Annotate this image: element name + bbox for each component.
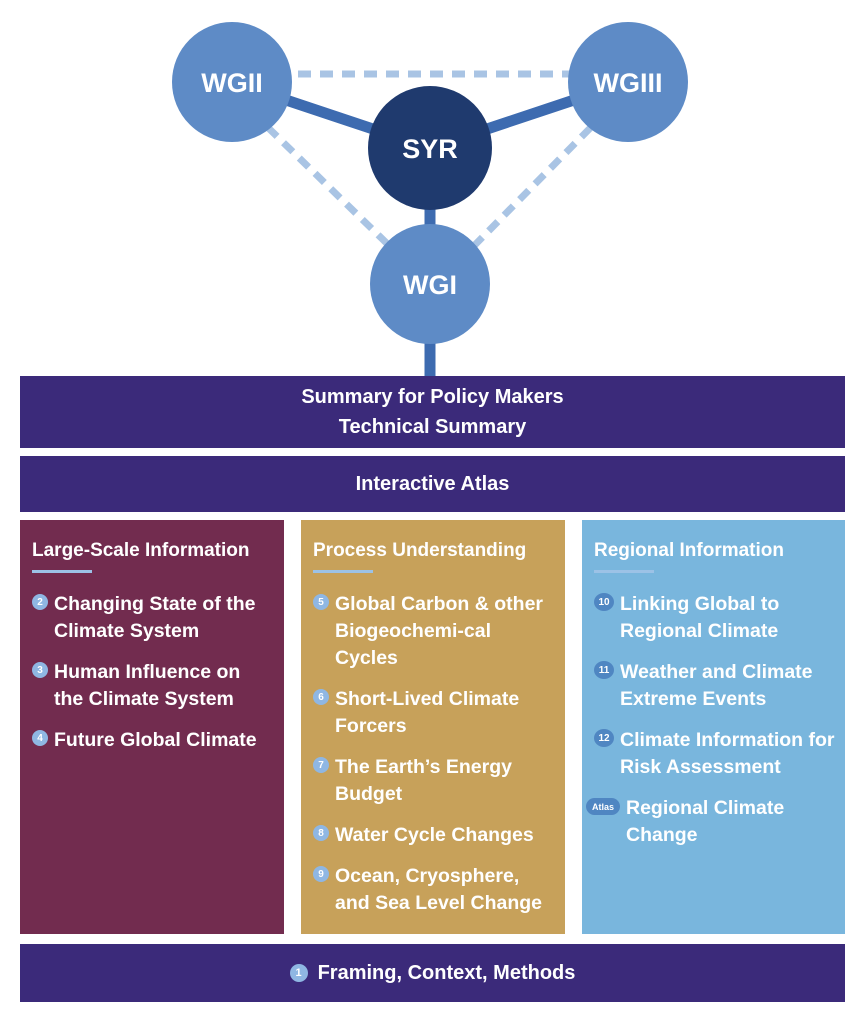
chapter-item: 5 Global Carbon & other Biogeochemi-cal … [313,591,555,672]
node-wgiii-label: WGIII [594,68,663,98]
node-wgiii [568,22,688,142]
chapter-title: Human Influence on the Climate System [54,661,241,710]
chapter-title: Future Global Climate [54,729,257,751]
node-wgii-label: WGII [201,68,263,98]
spm-title: Summary for Policy Makers [301,386,564,408]
column-regional-information: Regional Information 10 Linking Global t… [582,520,845,934]
chapter-title: Global Carbon & other Biogeochemi-cal Cy… [335,593,544,669]
interactive-atlas-title: Interactive Atlas [355,472,510,495]
chapter-number-badge: 11 [594,661,614,679]
chapter-item: 8 Water Cycle Changes [313,822,555,849]
framing-bar: 1 Framing, Context, Methods [20,944,845,1002]
chapter-title: The Earth’s Energy Budget [335,756,512,805]
node-wgi [370,224,490,344]
chapter-item: 2 Changing State of the Climate System [32,591,274,645]
chapter-number-badge: 2 [32,594,48,610]
chapter-item: Atlas Regional Climate Change [586,795,835,849]
chapter-item: 11 Weather and Climate Extreme Events [594,659,835,713]
column-heading: Regional Information [594,540,784,561]
atlas-badge: Atlas [586,798,620,815]
chapter-number-badge: 7 [313,757,329,773]
dotted-link-wgii-wgi [249,109,411,267]
interactive-atlas-bar: Interactive Atlas [20,456,845,512]
chapter-title: Linking Global to Regional Climate [620,593,780,642]
chapter-number-badge: 1 [289,964,308,982]
technical-summary-title: Technical Summary [338,416,527,438]
heading-underline [313,570,373,573]
summary-bar: Summary for Policy Makers Technical Summ… [20,376,845,448]
node-syr-label: SYR [402,134,458,164]
chapter-number-badge: 10 [594,593,614,611]
chapter-item: 7 The Earth’s Energy Budget [313,754,555,808]
column-process-understanding: Process Understanding 5 Global Carbon & … [301,520,565,934]
chapter-number-badge: 6 [313,689,329,705]
chapter-number-badge: 4 [32,730,48,746]
node-wgi-label: WGI [403,270,457,300]
chapter-title: Water Cycle Changes [335,824,534,846]
chapter-title: Weather and Climate Extreme Events [620,661,813,710]
chapter-title: Climate Information for Risk Assessment [620,729,835,778]
chapter-title: Ocean, Cryosphere, and Sea Level Change [335,865,542,914]
node-wgii [172,22,292,142]
chapter-title: Regional Climate Change [626,797,785,846]
chapter-number-badge: 5 [313,594,329,610]
chapter-title: Short-Lived Climate Forcers [335,688,520,737]
chapter-number-badge: 9 [313,866,329,882]
chapter-item: 6 Short-Lived Climate Forcers [313,686,555,740]
framing-title: Framing, Context, Methods [317,961,576,984]
column-heading: Process Understanding [313,540,527,561]
chapter-title: Changing State of the Climate System [54,593,256,642]
column-heading: Large-Scale Information [32,540,250,561]
chapter-number-badge: 12 [594,729,614,747]
chapter-number-badge: 3 [32,662,48,678]
chapter-item: 12 Climate Information for Risk Assessme… [594,727,835,781]
report-structure-network: WGII WGIII SYR WGI [172,22,688,378]
column-large-scale: Large-Scale Information 2 Changing State… [20,520,284,934]
dotted-link-wgiii-wgi [453,109,609,267]
chapter-item: 4 Future Global Climate [32,727,274,754]
heading-underline [594,570,654,573]
chapter-item: 3 Human Influence on the Climate System [32,659,274,713]
heading-underline [32,570,92,573]
chapter-number-badge: 8 [313,825,329,841]
chapter-item: 9 Ocean, Cryosphere, and Sea Level Chang… [313,863,555,917]
node-syr [368,86,492,210]
chapter-item: 10 Linking Global to Regional Climate [594,591,835,645]
